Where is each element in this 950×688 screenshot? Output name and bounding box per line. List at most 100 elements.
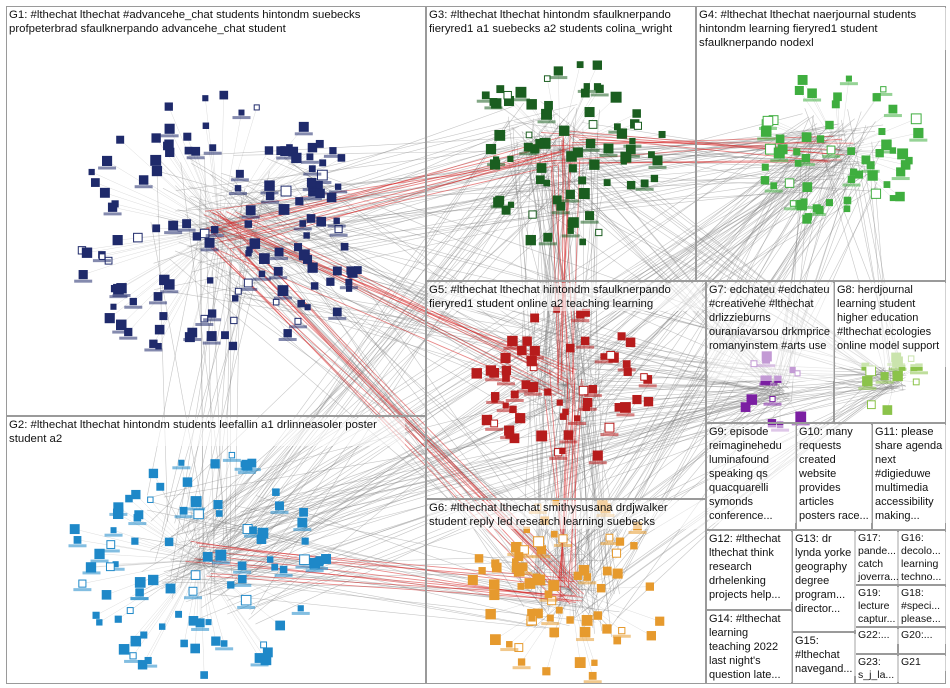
edge xyxy=(104,192,221,231)
node-caption-mark xyxy=(124,305,143,309)
edge xyxy=(121,229,221,325)
edge xyxy=(162,428,603,585)
node-caption-mark xyxy=(628,530,647,534)
edge xyxy=(261,189,576,405)
node-caption-mark xyxy=(590,93,609,97)
node xyxy=(578,176,587,185)
edge xyxy=(494,384,566,424)
node xyxy=(264,180,275,191)
edge xyxy=(169,152,221,231)
edge xyxy=(198,513,201,561)
group-label-g4: G4: #lthechat lthechat naerjournal stude… xyxy=(698,8,946,50)
edge xyxy=(163,377,885,498)
node xyxy=(740,402,751,412)
node xyxy=(610,91,622,103)
edge xyxy=(546,114,561,151)
edge xyxy=(99,559,201,623)
edge xyxy=(541,384,906,427)
edge xyxy=(142,559,201,665)
node-caption-mark xyxy=(305,569,324,573)
node xyxy=(559,447,566,454)
group-label-g2: G2: #lthechat lthechat hintondm students… xyxy=(8,418,405,446)
node xyxy=(585,211,595,221)
node xyxy=(633,121,642,130)
node xyxy=(632,109,641,118)
node xyxy=(116,319,127,331)
edge xyxy=(206,105,515,217)
edge xyxy=(608,392,769,417)
node xyxy=(546,614,554,622)
node-caption-mark xyxy=(515,555,534,559)
node-caption-mark xyxy=(822,154,841,158)
node xyxy=(588,120,598,129)
edge xyxy=(204,229,221,319)
edge xyxy=(527,158,569,361)
node xyxy=(847,147,856,155)
node-caption-mark xyxy=(511,98,530,102)
node-caption-mark xyxy=(239,287,258,291)
node xyxy=(574,657,586,669)
edge xyxy=(839,149,880,154)
node xyxy=(234,185,242,192)
node xyxy=(640,179,649,188)
node-caption-mark xyxy=(578,581,597,585)
edge xyxy=(546,362,783,392)
edge xyxy=(219,229,234,346)
edge xyxy=(176,113,558,238)
node-caption-mark xyxy=(525,356,544,360)
edge xyxy=(576,387,901,426)
node-caption-mark xyxy=(796,162,815,166)
node xyxy=(605,533,614,542)
node-caption-mark xyxy=(74,279,93,283)
node xyxy=(467,574,478,585)
node xyxy=(274,247,284,257)
node xyxy=(148,574,159,586)
node-caption-mark xyxy=(635,187,654,191)
edge xyxy=(193,234,791,400)
node xyxy=(326,192,337,203)
edge xyxy=(590,149,593,394)
node xyxy=(245,250,252,257)
edge xyxy=(599,154,851,620)
node xyxy=(592,60,603,70)
node xyxy=(478,567,486,575)
node xyxy=(611,548,622,558)
node xyxy=(603,143,614,154)
node xyxy=(306,177,317,188)
node-caption-mark xyxy=(203,151,222,155)
node xyxy=(584,107,595,118)
node-caption-mark xyxy=(875,380,894,384)
edge xyxy=(138,514,201,561)
node xyxy=(889,147,897,154)
group-box-g4 xyxy=(696,6,946,281)
node xyxy=(155,342,162,350)
node-caption-mark xyxy=(101,549,120,553)
edge xyxy=(219,150,270,231)
node xyxy=(802,182,813,192)
node-caption-mark xyxy=(205,234,224,238)
node xyxy=(135,588,144,597)
node xyxy=(333,217,340,225)
edge xyxy=(130,559,201,611)
edge xyxy=(161,370,554,590)
node-caption-mark xyxy=(541,622,560,626)
node xyxy=(528,614,536,622)
edge xyxy=(839,131,882,151)
edge xyxy=(218,153,565,243)
edge xyxy=(219,229,308,308)
edge xyxy=(219,150,286,231)
node-caption-mark xyxy=(514,571,533,575)
node-caption-mark xyxy=(757,137,776,141)
edge xyxy=(230,146,575,250)
edge xyxy=(235,404,550,564)
node xyxy=(543,232,553,242)
edge xyxy=(166,290,778,393)
edge xyxy=(574,133,820,618)
edge xyxy=(534,137,556,570)
node xyxy=(211,636,221,646)
node xyxy=(308,165,316,173)
node-caption-mark xyxy=(293,528,312,532)
group-box-g2 xyxy=(6,416,426,684)
edge xyxy=(195,369,899,536)
edge xyxy=(571,142,854,144)
